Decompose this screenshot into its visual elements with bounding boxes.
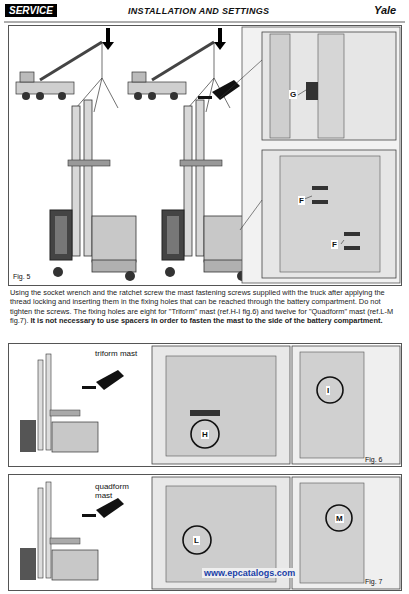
callout-letter: I [326, 386, 330, 395]
brand-logo: Yale [374, 4, 396, 16]
watermark: www.epcatalogs.com [202, 568, 297, 578]
callout-letter: M [335, 514, 344, 523]
page-title: INSTALLATION AND SETTINGS [128, 6, 269, 16]
figure-number: Fig. 5 [13, 273, 31, 280]
instruction-note: It is not necessary to use spacers in or… [31, 316, 383, 325]
figure-panel: Fig. 5 [8, 25, 402, 286]
callout-letter: H [201, 430, 209, 439]
instruction-paragraph: Using the socket wrench and the ratchet … [10, 288, 400, 326]
figure-panel: triform mastFig. 6 [8, 343, 402, 467]
figure-caption: quadform mast [95, 483, 145, 501]
callout-letter: G [289, 90, 297, 99]
figure-caption: triform mast [95, 350, 139, 359]
service-tab: SERVICE [5, 4, 57, 17]
callout-letter: L [193, 536, 200, 545]
callout-letter: F [331, 240, 338, 249]
figure-number: Fig. 7 [365, 578, 383, 585]
callout-letter: F [298, 196, 305, 205]
figure-number: Fig. 6 [365, 456, 383, 463]
